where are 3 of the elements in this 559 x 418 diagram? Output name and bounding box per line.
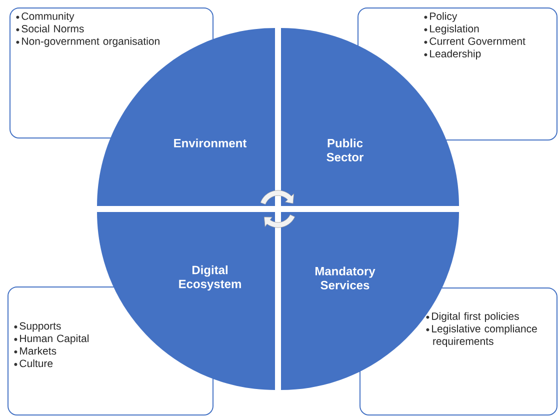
- curved-arrow: [264, 214, 296, 228]
- curved-arrow: [260, 190, 294, 205]
- quadrant: Digital Ecosystem: [97, 212, 275, 390]
